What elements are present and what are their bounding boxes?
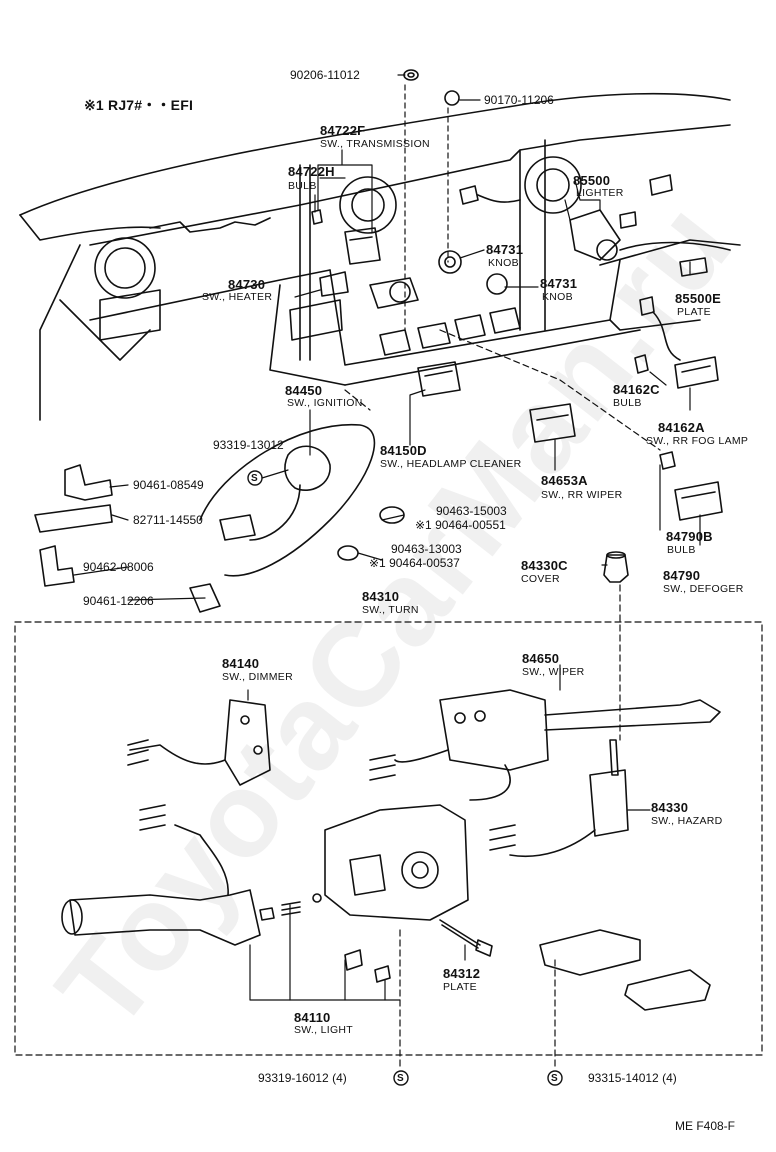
s-symbol-label-1: S — [251, 473, 258, 484]
part-84722H-number: 84722H — [288, 164, 335, 179]
part-84730-number: 84730 — [228, 277, 266, 292]
part-90464-00551: ※1 90464-00551 — [415, 518, 506, 532]
part-84330-name: SW., HAZARD — [651, 815, 723, 827]
part-93315-14012: 93315-14012 (4) — [588, 1071, 677, 1085]
part-84140-number: 84140 — [222, 656, 260, 671]
part-84653A-name: SW., RR WIPER — [541, 489, 623, 501]
dashed-frame — [14, 329, 763, 1071]
part-84312-name: PLATE — [443, 981, 477, 993]
part-84790-name: SW., DEFOGER — [663, 583, 744, 595]
s-symbol-1 — [247, 470, 263, 486]
part-90463-13003: 90463-13003 — [391, 542, 462, 556]
part-84140-name: SW., DIMMER — [222, 671, 293, 683]
part-93319-13012: 93319-13012 — [213, 438, 284, 452]
s-symbol-label-3: S — [551, 1073, 558, 1084]
part-82711-14550: 82711-14550 — [133, 513, 203, 527]
part-93319-16012: 93319-16012 (4) — [258, 1071, 347, 1085]
part-84731-name: KNOB — [488, 257, 519, 269]
part-84790B-number: 84790B — [666, 529, 713, 544]
dashboard-outline — [19, 92, 741, 577]
part-84150D-number: 84150D — [380, 443, 427, 458]
part-84330-number: 84330 — [651, 800, 689, 815]
part-84312-number: 84312 — [443, 966, 481, 981]
part-90462-08006: 90462-08006 — [83, 560, 154, 574]
part-84450-name: SW., IGNITION — [287, 397, 363, 409]
note-efi: ※1 RJ7#・・EFI — [84, 97, 194, 113]
part-84162C-number: 84162C — [613, 382, 660, 397]
combination-switch — [61, 689, 721, 1011]
s-symbol-label-2: S — [397, 1073, 404, 1084]
part-90463-15003: 90463-15003 — [436, 504, 507, 518]
part-90206-11012: 90206-11012 — [290, 68, 360, 82]
part-85500-number: 85500 — [573, 173, 611, 188]
s-symbol-3 — [547, 1070, 563, 1086]
figure-code: ME F408-F — [675, 1119, 736, 1133]
part-84731-number: 84731 — [486, 242, 524, 257]
part-84650-number: 84650 — [522, 651, 560, 666]
part-84110-number: 84110 — [294, 1010, 331, 1025]
part-84731b-name: KNOB — [542, 291, 573, 303]
s-symbol-2 — [393, 1070, 409, 1086]
part-84110-name: SW., LIGHT — [294, 1024, 354, 1036]
part-84653A-number: 84653A — [541, 473, 588, 488]
part-90170-11206: 90170-11206 — [484, 93, 554, 107]
part-85500-name: LIGHTER — [576, 187, 624, 199]
part-84310-name: SW., TURN — [362, 604, 419, 616]
part-84162C-name: BULB — [613, 397, 642, 409]
part-84330C-number: 84330C — [521, 558, 568, 573]
part-84162A-number: 84162A — [658, 420, 705, 435]
part-84790B-name: BULB — [667, 544, 696, 556]
components — [34, 69, 723, 613]
part-90464-00537: ※1 90464-00537 — [369, 556, 460, 570]
part-84730-name: SW., HEATER — [202, 291, 273, 303]
part-84722F-number: 84722F — [320, 123, 366, 138]
leader-lines — [73, 74, 701, 1001]
part-90461-08549: 90461-08549 — [133, 478, 204, 492]
part-84790-number: 84790 — [663, 568, 701, 583]
part-84450-number: 84450 — [285, 383, 323, 398]
s-symbols — [247, 470, 563, 1086]
part-84722F-name: SW., TRANSMISSION — [320, 138, 430, 150]
part-84150D-name: SW., HEADLAMP CLEANER — [380, 458, 522, 470]
part-84722H-name: BULB — [288, 180, 317, 192]
part-84162A-name: SW., RR FOG LAMP — [646, 435, 749, 447]
part-84330C-name: COVER — [521, 573, 560, 585]
part-84731b-number: 84731 — [540, 276, 578, 291]
part-85500E-number: 85500E — [675, 291, 722, 306]
part-84310-number: 84310 — [362, 589, 400, 604]
part-84650-name: SW., WIPER — [522, 666, 585, 678]
part-85500E-name: PLATE — [677, 306, 711, 318]
part-90461-12206: 90461-12206 — [83, 594, 154, 608]
